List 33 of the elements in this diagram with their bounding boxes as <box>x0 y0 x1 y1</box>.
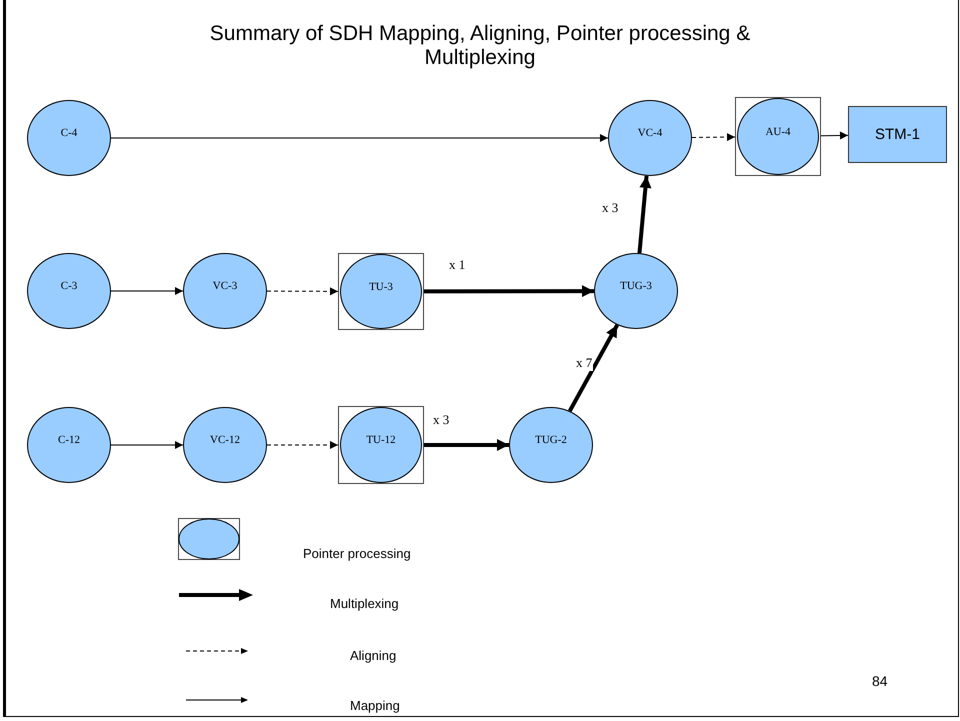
node-label: C-3 <box>60 280 78 292</box>
arrow <box>568 324 619 412</box>
node-label: TU-3 <box>369 280 393 292</box>
node-label: VC-3 <box>212 280 238 292</box>
arrow <box>637 176 652 254</box>
arrow <box>424 285 594 298</box>
framed-ellipse-node <box>338 406 424 484</box>
arrow <box>266 287 338 296</box>
node-label: STM-1 <box>875 126 920 143</box>
node-label: VC-12 <box>210 434 240 446</box>
node-label: AU-4 <box>765 126 791 138</box>
rectangle-node <box>848 106 947 163</box>
arrow <box>266 441 338 449</box>
node-label: TUG-2 <box>535 434 567 446</box>
arrow <box>692 133 736 142</box>
node-label: C-12 <box>58 434 80 446</box>
arrow <box>110 134 608 142</box>
legend-label: Aligning <box>350 648 396 663</box>
legend-label: Pointer processing <box>303 546 411 561</box>
arrow <box>110 441 184 449</box>
framed-ellipse-node <box>735 97 821 176</box>
node-label: VC-4 <box>638 127 662 139</box>
legend-label: Mapping <box>350 698 400 713</box>
node-label: TU-12 <box>366 434 396 446</box>
arrow <box>110 287 184 295</box>
framed-ellipse-node <box>338 253 424 330</box>
legend-label: Multiplexing <box>330 596 399 611</box>
arrow <box>820 131 848 140</box>
node-label: TUG-3 <box>620 280 652 292</box>
arrow <box>424 439 509 451</box>
page-number: 84 <box>872 673 888 689</box>
node-label: C-4 <box>60 127 78 139</box>
title: Summary of SDH Mapping, Aligning, Pointer processing & Multiplexing <box>208 22 752 70</box>
